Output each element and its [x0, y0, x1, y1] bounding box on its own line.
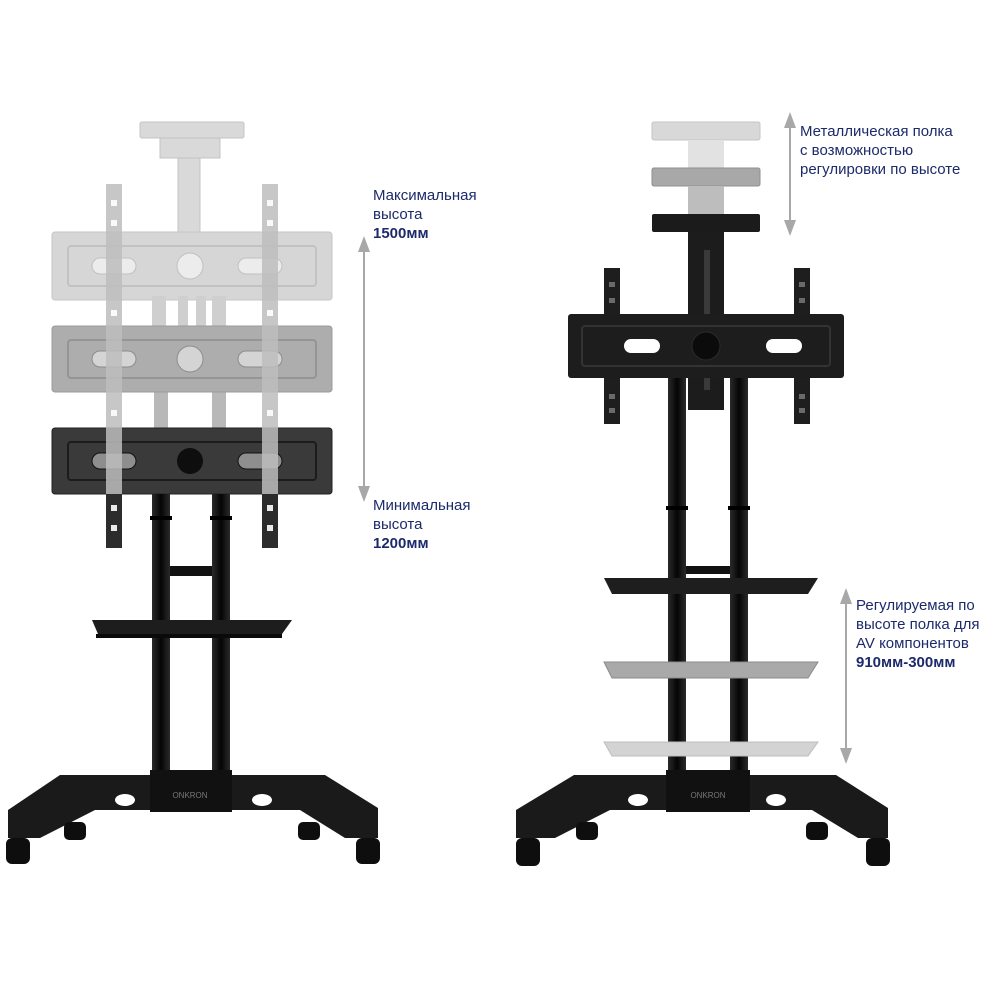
right-av-shelf-mid [603, 661, 819, 679]
right-stand: ONKRON [516, 121, 890, 866]
min-height-label: Минимальная высота 1200мм [373, 496, 471, 553]
av-shelf-line1: Регулируемая по [856, 597, 975, 614]
left-ghost-poles [152, 296, 226, 430]
max-height-line2: высота [373, 206, 423, 223]
max-height-label: Максимальная высота 1500мм [373, 186, 477, 243]
av-shelf-arrow [840, 588, 852, 764]
av-shelf-label: Регулируемая по высоте полка для AV комп… [856, 596, 980, 672]
min-height-value: 1200мм [373, 535, 429, 552]
left-vesa-arms [106, 184, 278, 548]
max-height-line1: Максимальная [373, 187, 477, 204]
left-poles [150, 494, 232, 790]
camera-shelf-arrow [784, 112, 796, 236]
left-ghost-panel-max [51, 231, 333, 301]
left-panel-min [51, 427, 333, 495]
metal-shelf-label: Металлическая полка с возможностью регул… [800, 122, 960, 179]
av-shelf-value: 910мм-300мм [856, 654, 956, 671]
left-stand: ONKRON [6, 121, 380, 864]
left-av-shelf [92, 620, 292, 638]
left-casters [6, 822, 380, 864]
right-brand-mark: ONKRON [690, 791, 725, 800]
right-casters [516, 822, 890, 866]
max-height-value: 1500мм [373, 225, 429, 242]
av-shelf-line3: AV компонентов [856, 635, 969, 652]
right-av-shelf-low [603, 741, 819, 757]
right-av-shelf-top [604, 578, 818, 594]
right-camera-shelf [652, 214, 760, 232]
right-base: ONKRON [516, 770, 888, 838]
height-range-arrow [358, 236, 370, 502]
left-ghost-panel-mid [51, 325, 333, 393]
min-height-line2: высота [373, 516, 423, 533]
metal-shelf-line1: Металлическая полка [800, 123, 953, 140]
right-vesa-holes [609, 282, 805, 413]
right-ghost-camera-shelf-mid [651, 167, 761, 214]
left-brand-mark: ONKRON [172, 791, 207, 800]
left-ghost-camera-shelf [139, 121, 245, 239]
left-base: ONKRON [8, 770, 378, 838]
right-ghost-camera-shelf-top [651, 121, 761, 170]
left-vesa-holes [111, 200, 273, 531]
right-tv-panel [568, 314, 844, 378]
min-height-line1: Минимальная [373, 497, 471, 514]
metal-shelf-line3: регулировки по высоте [800, 161, 961, 178]
av-shelf-line2: высоте полка для [856, 616, 980, 633]
metal-shelf-line2: с возможностью [800, 142, 914, 159]
